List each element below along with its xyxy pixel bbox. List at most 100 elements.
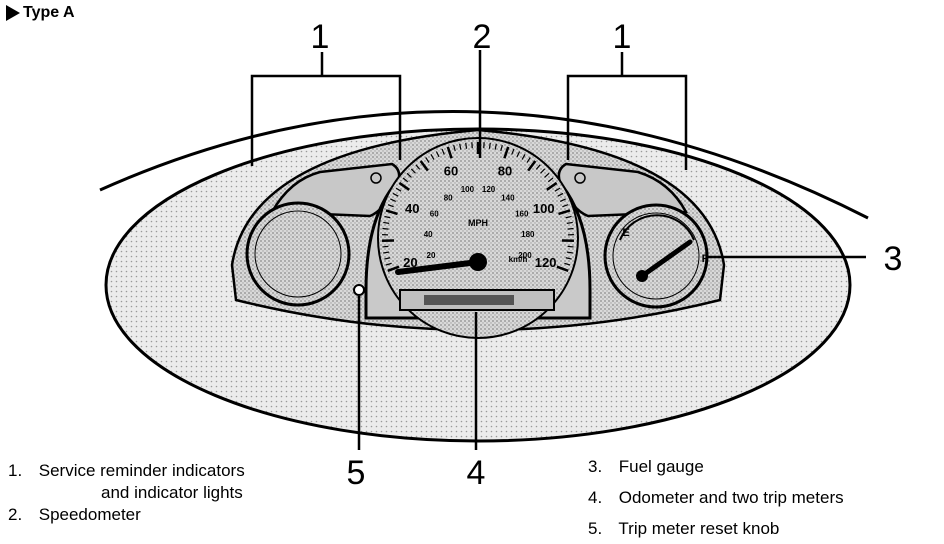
legend-text: Fuel gauge <box>618 457 704 476</box>
speedometer-tick <box>526 157 531 163</box>
speedometer-kmh-label: 180 <box>521 230 535 239</box>
callout-2: 2 <box>473 18 492 56</box>
speedometer-tick <box>459 143 462 150</box>
legend-item-3: 3. Fuel gauge <box>588 451 844 482</box>
legend-number: 2. <box>8 505 23 524</box>
callout-bracket-right <box>566 74 688 170</box>
fuel-gauge-full-mark: F <box>702 253 709 265</box>
speedometer-mph-label: 20 <box>403 255 417 270</box>
speedometer-tick <box>546 181 558 191</box>
speedometer-tick <box>494 143 497 150</box>
speedometer-unit-mph: MPH <box>468 218 488 228</box>
speedometer-tick <box>430 154 435 160</box>
speedometer-tick <box>535 164 541 170</box>
legend-number: 3. <box>588 457 603 476</box>
speedometer-kmh-label: 100 <box>461 185 475 194</box>
speedometer-tick <box>453 144 456 152</box>
legend-item-5: 5. Trip meter reset knob <box>588 513 844 544</box>
speedometer-kmh-label: 20 <box>427 251 436 260</box>
speedometer-tick <box>527 160 537 172</box>
speedometer-tick <box>382 245 389 248</box>
speedometer-tick <box>556 265 569 273</box>
speedometer-tick <box>406 172 412 178</box>
callout-1-left: 1 <box>311 18 330 56</box>
speedometer-tick <box>564 262 571 266</box>
speedometer-kmh-label: 60 <box>430 210 439 219</box>
legend-item-2: 2. Speedometer <box>8 504 245 526</box>
speedometer-tick <box>567 245 574 248</box>
indicator-pod-right <box>557 162 689 218</box>
legend-number: 4. <box>588 488 603 507</box>
callout-1-right: 1 <box>613 18 632 56</box>
speedometer-tick <box>425 157 430 163</box>
speedometer-mph-label: 120 <box>535 255 557 270</box>
speedometer-tick-marks <box>382 142 574 273</box>
speedometer-tick <box>540 168 546 174</box>
speedometer-tick <box>566 251 573 254</box>
speedometer-tick <box>395 187 402 192</box>
legend-right: 3. Fuel gauge 4. Odometer and two trip m… <box>588 451 844 544</box>
speedometer-tick <box>383 251 390 254</box>
speedometer-tick <box>503 146 510 159</box>
speedometer-tick <box>385 209 398 216</box>
legend-item-4: 4. Odometer and two trip meters <box>588 482 844 513</box>
left-aux-dial <box>245 201 351 307</box>
triangle-bullet-icon <box>6 5 20 21</box>
speedometer-tick <box>500 144 503 152</box>
speedometer-tick <box>384 215 391 219</box>
speedometer-mph-label: 40 <box>405 201 419 216</box>
speedometer-tick <box>410 168 416 174</box>
speedometer-tick <box>419 160 429 172</box>
speedometer-tick <box>565 257 572 260</box>
speedometer-tick <box>558 209 571 216</box>
speedometer-tick <box>562 204 569 208</box>
speedometer-mph-labels: 20 40 60 80 100 120 <box>403 164 556 270</box>
speedometer-tick <box>390 198 397 202</box>
speedometer-mph-label: 60 <box>444 164 458 179</box>
speedometer-face <box>377 137 579 339</box>
section-title-text: Type A <box>23 4 75 21</box>
speedometer-kmh-label: 40 <box>424 230 433 239</box>
speedometer-tick <box>415 164 421 170</box>
speedometer-tick <box>557 192 564 197</box>
speedometer-tick <box>521 154 526 160</box>
speedometer-kmh-label: 200 <box>518 251 532 260</box>
speedometer-tick <box>511 148 515 155</box>
speedometer-kmh-label: 120 <box>482 185 496 194</box>
speedometer-tick <box>392 192 399 197</box>
legend-number: 1. <box>8 461 23 480</box>
legend-text: Odometer and two trip meters <box>618 488 844 507</box>
speedometer-tick <box>446 146 453 159</box>
speedometer-tick <box>516 151 521 158</box>
speedometer-tick <box>435 151 440 158</box>
speedometer-kmh-label: 140 <box>501 194 515 203</box>
legend-text: Service reminder indicators <box>38 461 245 480</box>
fuel-gauge-needle <box>639 239 693 279</box>
speedometer-tick <box>382 227 389 230</box>
speedometer-unit-kmh: km/h <box>509 255 528 264</box>
speedometer-tick <box>385 262 392 266</box>
speedometer-kmh-label: 80 <box>444 194 453 203</box>
legend-item-1: 1. Service reminder indicators and indic… <box>8 460 245 504</box>
speedometer-mph-label: 100 <box>533 201 555 216</box>
speedometer-tick <box>544 172 550 178</box>
legend-text-continuation: and indicator lights <box>101 483 243 502</box>
speedometer-tick <box>398 181 410 191</box>
fuel-gauge-empty-mark: E <box>622 227 629 239</box>
trip-reset-knob <box>353 284 365 296</box>
speedometer-needle <box>395 259 481 275</box>
speedometer-tick <box>465 142 468 149</box>
speedometer-tick <box>565 215 572 219</box>
section-title: Type A <box>6 4 75 22</box>
speedometer-tick <box>554 187 561 192</box>
speedometer-tick <box>488 142 491 149</box>
speedometer-tick <box>559 198 566 202</box>
speedometer-tick <box>383 221 390 224</box>
dashboard-outline <box>99 110 869 220</box>
speedometer-hub <box>469 253 487 271</box>
speedometer-tick <box>387 265 400 273</box>
speedometer-tick <box>387 204 394 208</box>
